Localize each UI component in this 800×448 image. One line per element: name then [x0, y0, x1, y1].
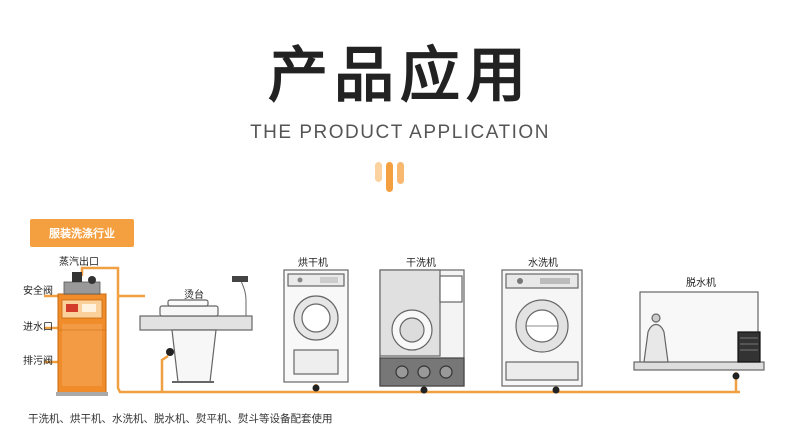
accent-bar-3 [397, 162, 404, 184]
page-subtitle: THE PRODUCT APPLICATION [250, 122, 550, 143]
dryer-machine [283, 269, 349, 392]
steam-outlet-label: 蒸汽出口 [59, 257, 99, 268]
industry-badge: 服装洗涤行业 [30, 219, 134, 247]
accent-bar-1 [375, 162, 382, 182]
dryer-label: 烘干机 [298, 258, 328, 269]
steam-boiler [56, 272, 108, 396]
safety-valve-label: 安全阀 [23, 286, 53, 297]
extractor-machine [633, 291, 765, 380]
washer-label: 水洗机 [528, 258, 558, 269]
usage-caption: 干洗机、烘干机、水洗机、脱水机、熨平机、熨斗等设备配套使用 [28, 413, 333, 425]
dry-cleaner-label: 干洗机 [406, 258, 436, 269]
page-title: 产品应用 [268, 41, 532, 111]
accent-bar-2 [386, 162, 393, 192]
water-inlet-label: 进水口 [23, 322, 53, 333]
ironing-table [139, 275, 253, 383]
dry-cleaning-machine [379, 269, 465, 394]
extractor-label: 脱水机 [686, 278, 716, 289]
drain-valve-label: 排污阀 [23, 356, 53, 367]
ironing-table-label: 烫台 [184, 290, 204, 301]
washing-machine [501, 269, 583, 394]
